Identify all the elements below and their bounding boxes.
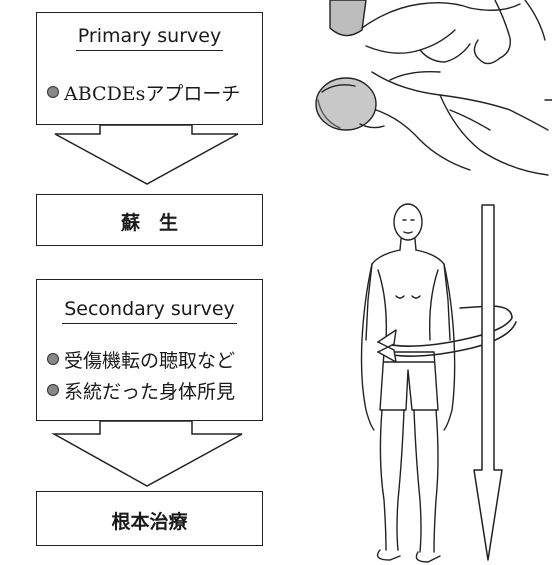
standing-patient-illustration: [0, 0, 552, 565]
